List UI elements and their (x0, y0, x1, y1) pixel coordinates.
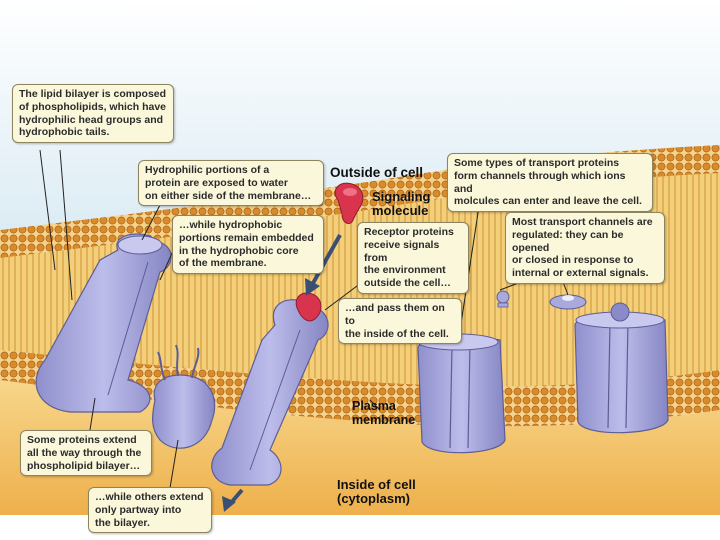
ion-molecules (496, 290, 587, 310)
channel-protein-regulated (574, 302, 669, 434)
callout-regulated-channels: Most transport channels are regulated: t… (505, 212, 665, 284)
inner-head-layer (0, 350, 720, 427)
signaling-molecule (334, 182, 364, 225)
inside-of-cell-label: Inside of cell (cytoplasm) (337, 477, 416, 507)
transmembrane-protein-left (35, 233, 172, 413)
callout-pass-on: …and pass them on to the inside of the c… (338, 298, 462, 345)
callout-extend-partway: …while others extend only partway into t… (88, 487, 212, 534)
callout-receptor-proteins: Receptor proteins receive signals from t… (357, 222, 469, 294)
leader-lines (39, 149, 569, 489)
inside-arrow (222, 488, 244, 512)
bound-signal-molecule (295, 292, 322, 322)
callout-hydrophilic-portions: Hydrophilic portions of a protein are ex… (138, 160, 324, 207)
callout-hydrophobic-portions: …while hydrophobic portions remain embed… (172, 215, 324, 275)
channel-gate (610, 302, 630, 322)
plasma-membrane-label: Plasma membrane (352, 399, 416, 427)
callout-extend-all-the-way: Some proteins extend all the way through… (20, 430, 152, 477)
callout-lipid-bilayer: The lipid bilayer is composed of phospho… (12, 84, 174, 144)
signal-arrow (305, 234, 342, 296)
signaling-molecule-label: Signaling molecule (372, 189, 431, 219)
outside-of-cell-label: Outside of cell (330, 165, 424, 180)
channel-protein-open (417, 333, 506, 454)
receptor-protein (211, 292, 329, 486)
callout-transport-channels: Some types of transport proteins form ch… (447, 153, 653, 213)
peripheral-protein (152, 344, 216, 449)
